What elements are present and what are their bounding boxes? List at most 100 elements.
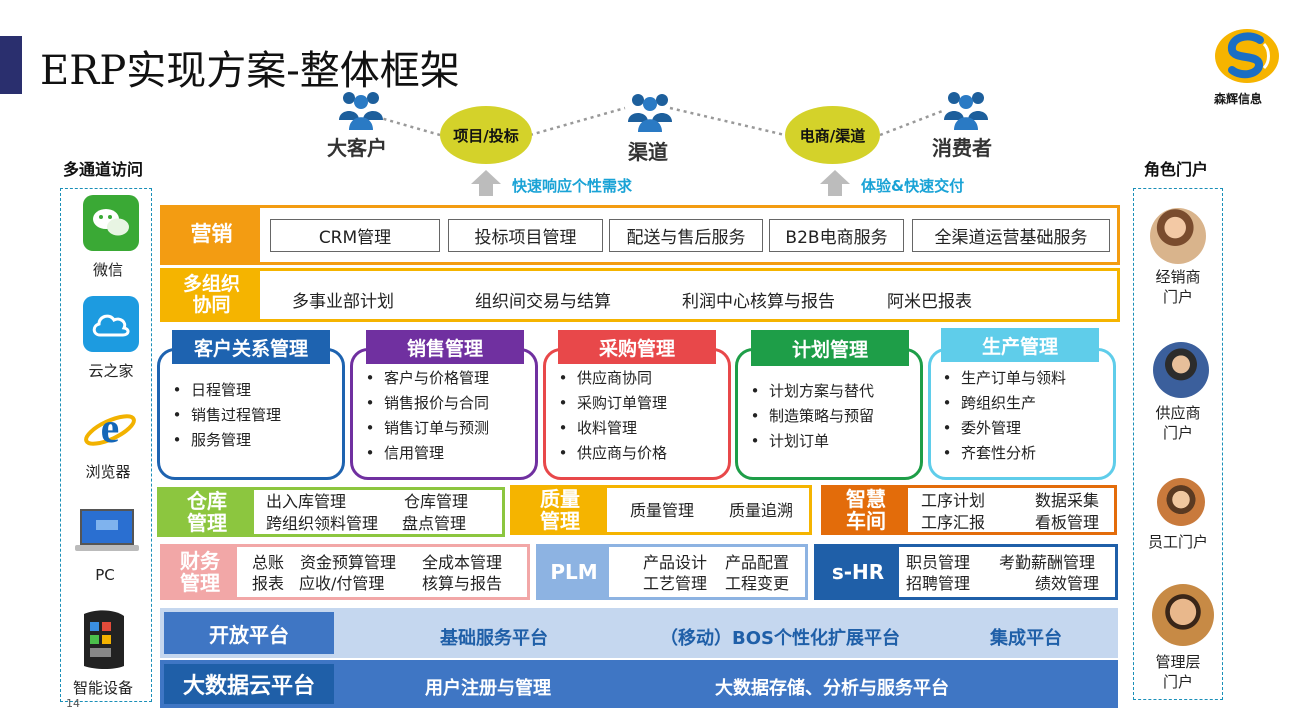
- supplier-avatar[interactable]: [1153, 342, 1209, 398]
- marketing-item-delivery[interactable]: 配送与售后服务: [609, 219, 763, 252]
- warehouse-label: 仓库 管理: [160, 490, 254, 534]
- module-production-item[interactable]: 生产订单与领料: [933, 366, 1066, 391]
- warehouse-item[interactable]: 出入库管理: [266, 492, 347, 511]
- portal-label-manager: 管理层 门户: [1155, 653, 1201, 691]
- marketing-item-crm[interactable]: CRM管理: [270, 219, 440, 252]
- open-platform-item-bos[interactable]: （移动）BOS个性化扩展平台: [660, 628, 900, 649]
- module-sales-title[interactable]: 销售管理: [366, 330, 524, 364]
- channel-group-icon: [628, 94, 672, 132]
- workshop-item[interactable]: 工序汇报: [921, 513, 986, 532]
- plm-item[interactable]: 工程变更: [725, 574, 790, 593]
- plm-item[interactable]: 产品设计: [643, 553, 708, 572]
- module-crm-item[interactable]: 销售过程管理: [163, 403, 281, 428]
- module-production-item[interactable]: 跨组织生产: [933, 391, 1066, 416]
- laptop-icon[interactable]: [74, 508, 140, 554]
- stage-ecommerce-channel: 电商/渠道: [785, 106, 880, 164]
- marketing-item-omnichannel[interactable]: 全渠道运营基础服务: [912, 219, 1110, 252]
- shr-item[interactable]: 考勤薪酬管理: [999, 553, 1096, 572]
- workshop-item[interactable]: 数据采集: [1035, 491, 1100, 510]
- bigdata-item-storage[interactable]: 大数据存储、分析与服务平台: [715, 678, 949, 699]
- warehouse-item[interactable]: 跨组织领料管理: [266, 514, 379, 533]
- up-arrow-icon: [820, 170, 850, 196]
- employee-avatar[interactable]: [1157, 478, 1205, 526]
- module-sales-item[interactable]: 销售订单与预测: [356, 416, 489, 441]
- workshop-item[interactable]: 工序计划: [921, 491, 986, 510]
- manager-avatar[interactable]: [1152, 584, 1214, 646]
- persona-key-customer: 大客户: [327, 136, 387, 160]
- finance-item[interactable]: 核算与报告: [422, 574, 503, 593]
- multi-org-item-profit-center[interactable]: 利润中心核算与报告: [682, 292, 835, 312]
- module-purchase-item[interactable]: 供应商与价格: [549, 441, 667, 466]
- cloud-icon[interactable]: [83, 296, 139, 352]
- channels-heading: 多通道访问: [63, 160, 144, 179]
- bigdata-item-user[interactable]: 用户注册与管理: [425, 678, 551, 699]
- dealer-avatar[interactable]: [1150, 208, 1206, 264]
- plm-label: PLM: [539, 547, 609, 597]
- shr-band: [814, 544, 1118, 600]
- warehouse-item[interactable]: 盘点管理: [402, 514, 467, 533]
- shr-item[interactable]: 绩效管理: [1035, 574, 1100, 593]
- multi-org-label: 多组织 协同: [163, 271, 260, 319]
- shr-item[interactable]: 职员管理: [906, 553, 971, 572]
- wechat-icon[interactable]: [83, 195, 139, 251]
- module-sales-item[interactable]: 客户与价格管理: [356, 366, 489, 391]
- quality-item[interactable]: 质量管理: [630, 501, 695, 520]
- multi-org-item-settlement[interactable]: 组织间交易与结算: [475, 292, 611, 312]
- persona-consumer: 消费者: [932, 136, 992, 160]
- channel-label-cloud: 云之家: [88, 362, 134, 380]
- module-production-item[interactable]: 委外管理: [933, 416, 1066, 441]
- finance-item[interactable]: 资金预算管理: [300, 553, 397, 572]
- page-number: 14: [66, 697, 80, 710]
- finance-item[interactable]: 总账: [252, 553, 285, 572]
- note-fast-response: 快速响应个性需求: [512, 177, 633, 195]
- flow-connector-lines: [369, 106, 946, 137]
- multi-org-item-amoeba[interactable]: 阿米巴报表: [887, 292, 972, 312]
- workshop-item[interactable]: 看板管理: [1035, 513, 1100, 532]
- module-purchase-list: 供应商协同 采购订单管理 收料管理 供应商与价格: [549, 366, 667, 466]
- workshop-label: 智慧 车间: [824, 488, 908, 532]
- module-sales-item[interactable]: 信用管理: [356, 441, 489, 466]
- consumer-group-icon: [944, 92, 988, 130]
- finance-label: 财务 管理: [163, 547, 237, 597]
- module-crm-item[interactable]: 日程管理: [163, 378, 281, 403]
- module-planning-item[interactable]: 计划订单: [741, 429, 874, 454]
- module-production-title[interactable]: 生产管理: [941, 328, 1099, 362]
- module-planning-item[interactable]: 制造策略与预留: [741, 404, 874, 429]
- customer-group-icon: [339, 92, 383, 130]
- module-crm-item[interactable]: 服务管理: [163, 428, 281, 453]
- plm-item[interactable]: 产品配置: [725, 553, 790, 572]
- title-accent-bar: [0, 36, 22, 94]
- marketing-label: 营销: [163, 208, 260, 262]
- persona-channel: 渠道: [628, 140, 668, 164]
- up-arrow-icon: [471, 170, 501, 196]
- module-purchase-item[interactable]: 收料管理: [549, 416, 667, 441]
- multi-org-item-plan[interactable]: 多事业部计划: [292, 292, 394, 312]
- ie-browser-icon[interactable]: e: [82, 400, 138, 456]
- open-platform-item-integration[interactable]: 集成平台: [990, 628, 1062, 649]
- module-sales-item[interactable]: 销售报价与合同: [356, 391, 489, 416]
- module-purchase-item[interactable]: 采购订单管理: [549, 391, 667, 416]
- module-planning-title[interactable]: 计划管理: [751, 330, 909, 366]
- finance-item[interactable]: 全成本管理: [422, 553, 503, 572]
- module-purchase-title[interactable]: 采购管理: [558, 330, 716, 364]
- module-crm-title[interactable]: 客户关系管理: [172, 330, 330, 364]
- module-sales-list: 客户与价格管理 销售报价与合同 销售订单与预测 信用管理: [356, 366, 489, 466]
- quality-item[interactable]: 质量追溯: [729, 501, 794, 520]
- marketing-item-b2b[interactable]: B2B电商服务: [769, 219, 904, 252]
- smartwatch-icon[interactable]: [78, 608, 128, 672]
- marketing-item-bid[interactable]: 投标项目管理: [448, 219, 603, 252]
- module-planning-item[interactable]: 计划方案与替代: [741, 379, 874, 404]
- finance-item[interactable]: 报表: [252, 574, 285, 593]
- bigdata-platform-label: 大数据云平台: [164, 664, 334, 704]
- svg-text:e: e: [101, 406, 120, 452]
- finance-item[interactable]: 应收/付管理: [299, 574, 385, 593]
- module-purchase-item[interactable]: 供应商协同: [549, 366, 667, 391]
- company-logo-icon: [1215, 29, 1279, 83]
- module-production-item[interactable]: 齐套性分析: [933, 441, 1066, 466]
- note-experience-delivery: 体验&快速交付: [861, 177, 965, 195]
- open-platform-item-basic[interactable]: 基础服务平台: [440, 628, 548, 649]
- plm-item[interactable]: 工艺管理: [643, 574, 708, 593]
- module-production-list: 生产订单与领料 跨组织生产 委外管理 齐套性分析: [933, 366, 1066, 466]
- warehouse-item[interactable]: 仓库管理: [404, 492, 469, 511]
- shr-item[interactable]: 招聘管理: [906, 574, 971, 593]
